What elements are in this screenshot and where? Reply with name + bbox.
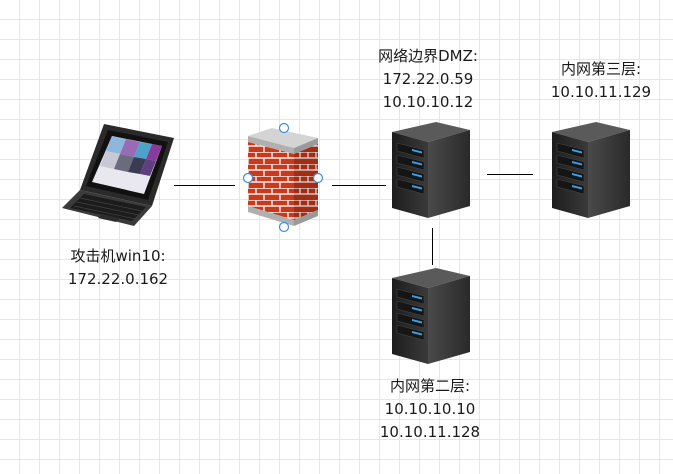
selection-handle-top[interactable] [278,122,290,134]
layer3-label: 内网第三层: 10.10.11.129 [541,58,661,104]
dmz-ip-1: 172.22.0.59 [382,70,474,88]
selection-handle-bottom[interactable] [278,221,290,233]
attacker-ip: 172.22.0.162 [67,270,169,288]
connector-lines [174,174,533,265]
attacker-name: 攻击机win10: [70,247,166,265]
laptop-icon[interactable] [62,124,174,226]
layer2-label: 内网第二层: 10.10.10.10 10.10.11.128 [370,375,490,444]
layer2-ip-2: 10.10.11.128 [379,423,481,441]
server-icon-layer3[interactable] [551,121,631,219]
layer2-ip-1: 10.10.10.10 [384,400,476,418]
dmz-label: 网络边界DMZ: 172.22.0.59 10.10.10.12 [363,45,493,114]
layer2-name: 内网第二层: [389,377,471,395]
layer3-name: 内网第三层: [560,60,642,78]
layer3-ip: 10.10.11.129 [550,83,652,101]
server-icon-layer2[interactable] [391,267,471,365]
firewall-icon[interactable] [248,128,318,226]
selection-handles[interactable] [242,122,324,233]
selection-handle-left[interactable] [242,172,254,184]
dmz-ip-2: 10.10.10.12 [382,93,474,111]
selection-handle-right[interactable] [312,172,324,184]
dmz-name: 网络边界DMZ: [378,47,478,65]
server-icon-dmz[interactable] [391,121,471,219]
attacker-label: 攻击机win10: 172.22.0.162 [58,245,178,291]
